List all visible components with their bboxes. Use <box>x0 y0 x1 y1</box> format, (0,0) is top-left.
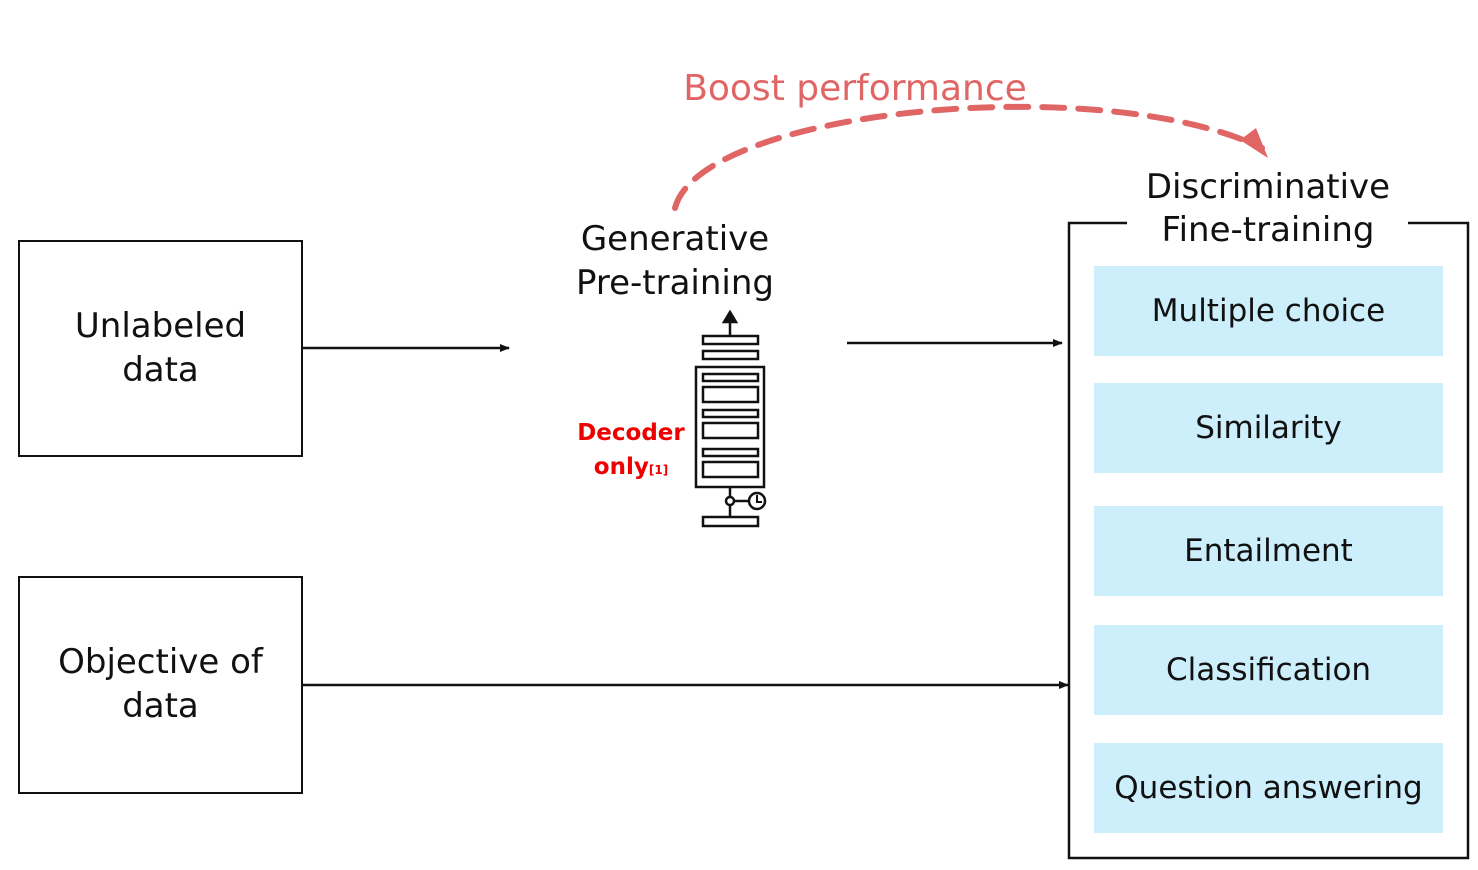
task-label: Similarity <box>1195 410 1342 446</box>
task-similarity: Similarity <box>1094 383 1443 473</box>
task-label: Question answering <box>1114 770 1423 806</box>
unlabeled-data-label: Unlabeled data <box>74 305 247 390</box>
objective-of-data-box: Objective of data <box>18 576 303 794</box>
task-label: Multiple choice <box>1151 293 1386 329</box>
task-label: Classification <box>1165 652 1372 688</box>
decoder-only-label: Decoder only[1] <box>566 381 696 485</box>
boost-performance-label: Boost performance <box>683 68 1027 109</box>
unlabeled-data-box: Unlabeled data <box>18 240 303 457</box>
objective-of-data-label: Objective of data <box>58 642 263 726</box>
boost-arrowhead <box>1240 128 1268 158</box>
task-entailment: Entailment <box>1094 506 1443 596</box>
task-multiple-choice: Multiple choice <box>1094 266 1443 356</box>
finetuning-title: Discriminative Fine-training <box>1145 167 1391 250</box>
boost-dashed-curve <box>672 103 1265 211</box>
decoder-stack-icon <box>694 309 767 528</box>
task-label: Entailment <box>1184 533 1353 569</box>
pretraining-title: Generative Pre-training <box>575 219 775 303</box>
task-classification: Classification <box>1094 625 1443 715</box>
task-question-answering: Question answering <box>1094 743 1443 833</box>
decoder-only-text: Decoder only <box>577 419 685 481</box>
decoder-citation: [1] <box>648 463 669 477</box>
finetuning-container-border <box>1067 221 1470 860</box>
